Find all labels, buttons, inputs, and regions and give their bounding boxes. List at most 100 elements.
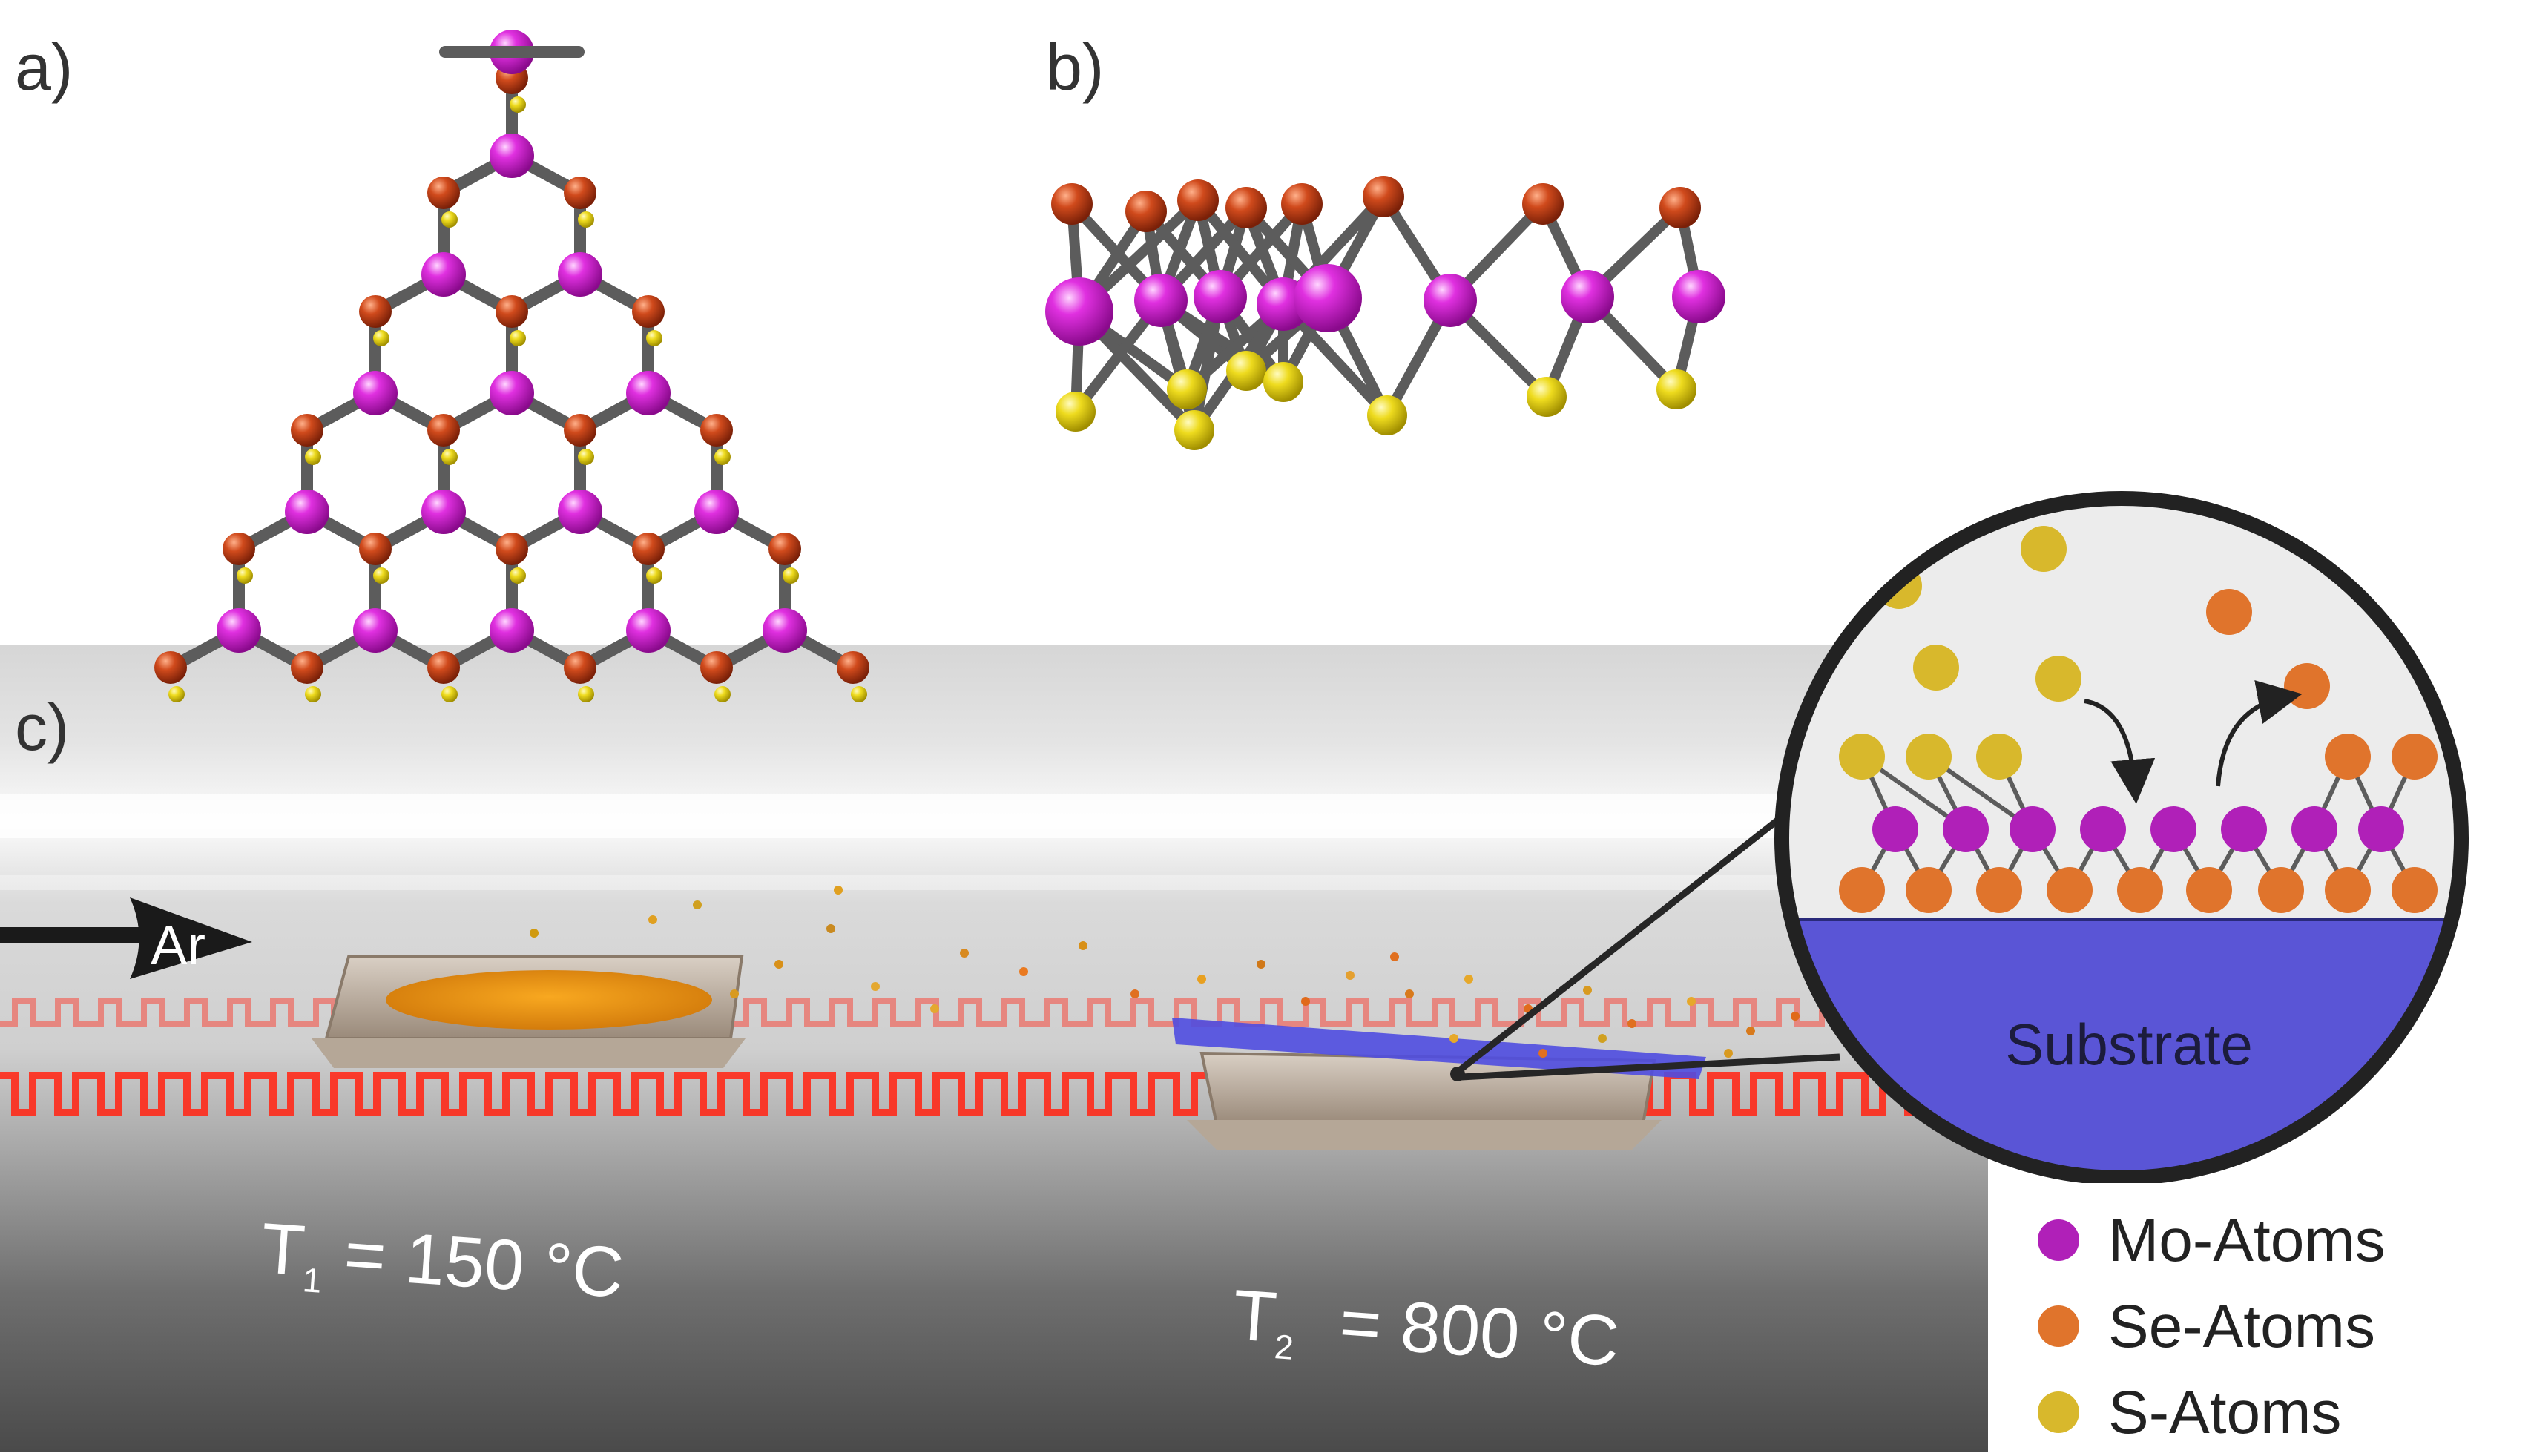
panel-b-label: b): [1046, 30, 1105, 104]
sulfur-atom: [441, 686, 458, 702]
molybdenum-atom: [490, 134, 534, 178]
selenium-atom: [496, 295, 528, 328]
molybdenum-atom: [421, 490, 466, 534]
sulfur-atom: [714, 686, 731, 702]
molybdenum-atom: [2150, 806, 2196, 852]
vapor-particle: [871, 982, 880, 991]
selenium-atom: [427, 651, 460, 684]
sulfur-atom: [1976, 734, 2022, 780]
selenium-atom: [700, 651, 733, 684]
selenium-atom: [564, 651, 596, 684]
vapor-particle: [1746, 1027, 1755, 1035]
vapor-particle: [648, 915, 657, 924]
selenium-atom: [2117, 867, 2163, 913]
substrate-wafer: [1172, 1018, 1706, 1079]
vapor-particle: [1197, 975, 1206, 984]
t1-symbol: T: [259, 1208, 308, 1291]
t2-symbol: T: [1231, 1275, 1280, 1357]
argon-label: Ar: [151, 915, 205, 976]
sulfur-atom: [305, 686, 321, 702]
sulfur-vapor-atom: [1913, 645, 1959, 691]
zone2-temperature: T2 = 800 °C: [1231, 1275, 1622, 1381]
sulfur-atom: [578, 686, 594, 702]
tube-reflection: [0, 875, 1988, 890]
selenium-atom: [1363, 176, 1404, 217]
sulfur-atom: [1906, 734, 1952, 780]
vapor-particle: [1583, 986, 1592, 995]
molybdenum-atom: [558, 490, 602, 534]
vapor-particle: [774, 960, 783, 969]
selenium-atom: [1281, 183, 1323, 225]
selenium-atom: [2325, 734, 2371, 780]
argon-flow-arrow: Ar: [0, 897, 252, 979]
molybdenum-atom: [1561, 270, 1614, 323]
vapor-particle: [1390, 952, 1399, 961]
selenium-atom: [1659, 187, 1701, 228]
t2-value: = 800 °C: [1337, 1282, 1622, 1381]
molybdenum-atom: [490, 371, 534, 415]
molybdenum-atom: [490, 608, 534, 653]
molybdenum-atom: [1424, 274, 1477, 327]
vapor-particle: [530, 929, 539, 938]
legend-swatch: [2038, 1391, 2079, 1433]
molybdenum-atom: [1045, 277, 1113, 346]
sulfur-incorporation-arrow: [2084, 699, 2156, 804]
selenium-atom: [632, 533, 665, 565]
molybdenum-atom: [2010, 806, 2056, 852]
sulfur-atom: [578, 211, 594, 228]
sulfur-atom: [441, 449, 458, 465]
molybdenum-atom: [353, 371, 398, 415]
selenium-vapor-atom: [2284, 663, 2330, 709]
quartz-tube: [0, 645, 1988, 1452]
substrate-label: Substrate: [2005, 1012, 2253, 1077]
legend-label: S-Atoms: [2108, 1379, 2341, 1446]
vapor-particle: [1257, 960, 1266, 969]
selenium-atom: [700, 414, 733, 447]
selenium-atom: [359, 295, 392, 328]
sulfur-atom: [1226, 351, 1266, 391]
heating-coil-back: [0, 998, 1972, 1027]
vapor-particle: [826, 924, 835, 933]
molybdenum-atom: [285, 490, 329, 534]
vapor-particle: [1346, 971, 1355, 980]
molybdenum-atom: [626, 608, 671, 653]
legend-swatch: [2038, 1219, 2079, 1261]
selenium-atom: [154, 651, 187, 684]
molybdenum-atom: [1294, 264, 1362, 332]
vapor-particle: [1130, 989, 1139, 998]
selenium-atom: [291, 651, 323, 684]
selenium-atom: [1225, 187, 1267, 228]
legend-swatch: [2038, 1305, 2079, 1347]
vapor-particle: [1464, 975, 1473, 984]
selenium-atom: [564, 414, 596, 447]
vapor-particle: [834, 886, 843, 895]
vapor-particle: [1449, 1034, 1458, 1043]
molybdenum-atom: [763, 608, 807, 653]
sulfur-atom: [1263, 362, 1303, 402]
selenium-atom: [223, 533, 255, 565]
cvd-furnace-scene: [0, 645, 1988, 1452]
vapor-particle: [1791, 1012, 1800, 1021]
precursor-vapor-particles: [530, 886, 1800, 1058]
svg-text:T1= 150 °C: T1= 150 °C: [258, 1208, 627, 1321]
selenium-atom: [1051, 183, 1093, 225]
molybdenum-atom: [2221, 806, 2267, 852]
sulfur-vapor-atom: [2021, 526, 2067, 572]
mose2-top-view-structure: [154, 30, 869, 702]
t2-subscript: 2: [1273, 1327, 1294, 1367]
vapor-particle: [1627, 1019, 1636, 1028]
sulfur-atom: [510, 96, 526, 113]
selenium-atom: [2258, 867, 2304, 913]
selenium-atom: [1976, 867, 2022, 913]
sulfur-vapor-atom: [2035, 656, 2081, 702]
selenium-atom: [1177, 179, 1219, 221]
vapor-particle: [1687, 997, 1696, 1006]
sulfur-atom: [305, 449, 321, 465]
sulfur-precursor-boat: [312, 955, 746, 1068]
tube-highlight: [0, 794, 1988, 838]
sulfur-atom: [1527, 377, 1567, 417]
sulfur-atom: [714, 449, 731, 465]
selenium-atom: [427, 414, 460, 447]
inset-border: [1774, 491, 2469, 1185]
